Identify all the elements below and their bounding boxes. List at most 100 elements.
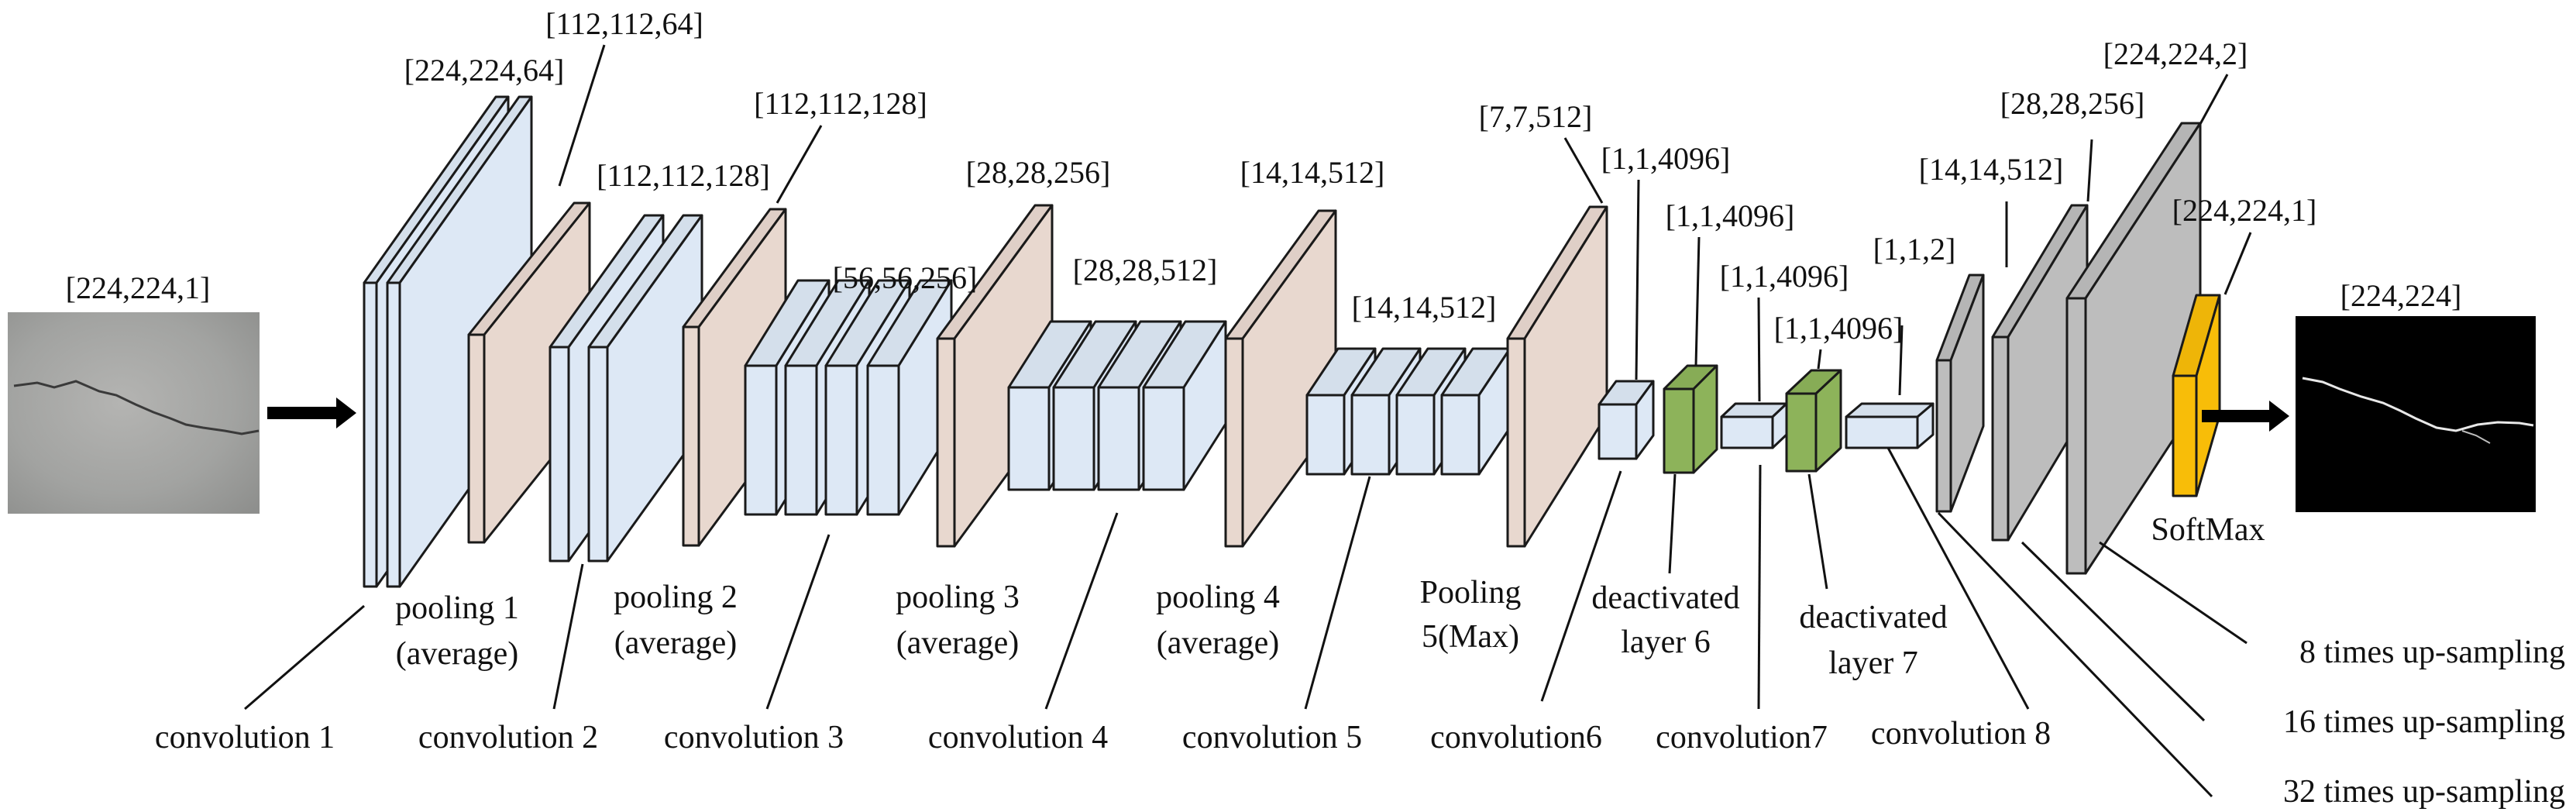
up32-slab-front-face — [2065, 297, 2087, 575]
softmax-label: SoftMax — [2151, 512, 2265, 548]
softmax-dim-leader — [2223, 232, 2252, 295]
conv7-leader — [1757, 464, 1762, 710]
up32-slab — [2065, 122, 2202, 575]
output-arrow — [2202, 401, 2289, 432]
conv8-label: convolution 8 — [1871, 716, 2051, 752]
up32-dim-leader — [2199, 74, 2229, 125]
conv3-box-2-front-face — [784, 364, 818, 516]
conv2-leader — [552, 563, 584, 710]
output-dim-label: [224,224] — [2340, 278, 2462, 313]
conv3-dim-label: [56,56,256] — [833, 260, 978, 295]
pool2-dim-label: [112,112,128] — [754, 86, 927, 121]
up32-dim-label: [224,224,2] — [2103, 36, 2248, 71]
pool5-label-line2: 5(Max) — [1422, 619, 1519, 655]
conv8-dim-label: [1,1,2] — [1873, 232, 1956, 267]
deact7-dim-label: [1,1,4096] — [1774, 311, 1904, 346]
conv8-box-front-face — [1845, 415, 1919, 449]
conv6-box-front-face — [1598, 403, 1638, 460]
layer-blocks — [363, 95, 2221, 588]
pool5-dim-leader — [1563, 137, 1604, 204]
deact7-label-line2: layer 7 — [1828, 645, 1917, 681]
pool2-label-line1: pooling 2 — [614, 580, 738, 615]
conv2-dim-label: [112,112,128] — [597, 158, 770, 193]
conv5-box-2-front-face — [1350, 394, 1391, 476]
pool5-label-line1: Pooling — [1420, 575, 1522, 611]
pool1-slab-front-face — [467, 333, 486, 544]
up16-dim-label: [28,28,256] — [2000, 86, 2145, 121]
conv6-label: convolution6 — [1430, 720, 1602, 755]
up16-slab — [1991, 204, 2089, 542]
conv4-box-4-front-face — [1142, 386, 1185, 491]
pool2-slab-front-face — [682, 325, 700, 547]
conv1-dim-label: [224,224,64] — [404, 53, 565, 88]
conv5-label: convolution 5 — [1182, 720, 1362, 755]
output-segmentation-image — [2296, 316, 2536, 512]
pool4-label-line1: pooling 4 — [1156, 580, 1280, 615]
conv4-box-1-front-face — [1007, 386, 1051, 491]
pool2-dim-leader — [776, 125, 823, 204]
pool2-slab — [682, 208, 787, 547]
conv6-dim-label: [1,1,4096] — [1601, 141, 1731, 176]
deact7-dim-leader — [1817, 349, 1822, 370]
up16-label: 16 times up-sampling — [2283, 704, 2565, 740]
conv5-leader — [1304, 476, 1371, 710]
conv3-label: convolution 3 — [664, 720, 844, 755]
softmax-slab — [2172, 294, 2221, 497]
conv4-box-2-front-face — [1052, 386, 1095, 491]
deact6-label-line2: layer 6 — [1621, 624, 1710, 660]
pool4-slab-front-face — [1224, 337, 1244, 548]
conv3-box-3-front-face — [824, 364, 858, 516]
up32-label: 32 times up-sampling — [2283, 774, 2565, 810]
deact6-box-front-face — [1663, 387, 1695, 474]
conv2-label: convolution 2 — [418, 720, 598, 755]
pool3-dim-label: [28,28,256] — [966, 155, 1111, 190]
input-arrow — [267, 397, 356, 428]
input-crack-image — [8, 312, 260, 514]
conv8-box — [1845, 402, 1935, 449]
flow-arrows — [267, 397, 2289, 432]
pool5-dim-label: [7,7,512] — [1479, 99, 1593, 134]
conv1-label: convolution 1 — [155, 720, 335, 755]
conv5-box-4 — [1440, 347, 1512, 476]
up16-leader — [2021, 541, 2206, 722]
conv1-slab-1-front-face — [363, 281, 378, 588]
pool1-label-line2: (average) — [396, 636, 519, 672]
up16-slab-front-face — [1991, 335, 2010, 542]
conv7-label: convolution7 — [1656, 720, 1828, 755]
up32-leader — [1937, 511, 2213, 798]
conv4-label: convolution 4 — [928, 720, 1108, 755]
pool4-label-line2: (average) — [1157, 625, 1280, 661]
conv3-box-4 — [866, 279, 953, 516]
conv3-box-1-front-face — [744, 364, 778, 516]
conv2-slab-1-front-face — [549, 346, 570, 563]
conv2-slab-2-front-face — [587, 346, 609, 563]
conv8-leader — [1886, 447, 2030, 710]
conv3-leader — [765, 534, 831, 710]
pool4-dim-label: [14,14,512] — [1240, 155, 1385, 190]
conv4-dim-label: [28,28,512] — [1073, 253, 1218, 287]
deact7-box — [1785, 369, 1842, 473]
leader-lines — [244, 44, 2252, 798]
up8-label: 8 times up-sampling — [2299, 635, 2565, 670]
pool5-slab-front-face — [1506, 337, 1526, 548]
up8-slab — [1935, 274, 1985, 513]
conv6-box — [1598, 380, 1655, 460]
up8-dim-label: [14,14,512] — [1919, 152, 2064, 187]
softmax-slab-front-face — [2172, 374, 2198, 497]
pool5-slab — [1506, 205, 1608, 548]
pool1-slab — [467, 201, 591, 544]
deact6-dim-label: [1,1,4096] — [1666, 198, 1795, 233]
softmax-dim-label: [224,224,1] — [2172, 193, 2317, 228]
conv1-leader — [244, 604, 365, 710]
conv8-dim-leader — [1898, 325, 1904, 396]
conv7-box-front-face — [1720, 415, 1774, 449]
input-dim-label: [224,224,1] — [66, 270, 211, 305]
conv6-leader — [1540, 470, 1622, 702]
up8-slab-front-face — [1935, 359, 1952, 513]
conv3-box-4-front-face — [866, 364, 900, 516]
conv7-dim-label: [1,1,4096] — [1720, 259, 1849, 294]
deact6-leader — [1668, 473, 1677, 574]
conv4-box-3-front-face — [1097, 386, 1140, 491]
conv4-box-4 — [1142, 320, 1227, 491]
